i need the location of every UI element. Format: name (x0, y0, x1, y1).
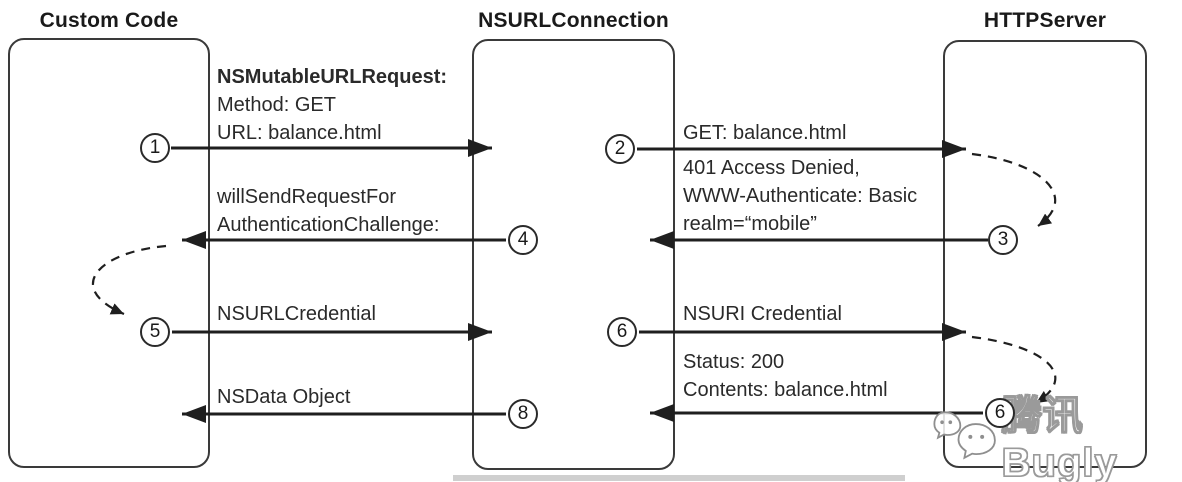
label-msg7-line2: Contents: balance.html (683, 379, 888, 401)
label-msg2: GET: balance.html (683, 119, 846, 147)
label-msg5-line1: NSURLCredential (217, 303, 376, 325)
label-msg2-line1: GET: balance.html (683, 122, 847, 144)
label-msg4: willSendRequestFor AuthenticationChallen… (217, 183, 439, 239)
step-badge-5: 5 (140, 317, 170, 347)
column-title-httpserver: HTTPServer (983, 9, 1107, 32)
step-badge-1: 1 (140, 133, 170, 163)
label-msg8: NSData Object (217, 383, 350, 411)
label-msg1: NSMutableURLRequest: Method: GET URL: ba… (217, 63, 447, 147)
step-badge-3: 3 (988, 225, 1018, 255)
label-msg7: Status: 200 Contents: balance.html (683, 348, 888, 404)
step-badge-4: 4 (508, 225, 538, 255)
column-title-nsurlconnection: NSURLConnection (478, 9, 669, 32)
label-msg8-line1: NSData Object (217, 386, 351, 408)
label-msg6: NSURI Credential (683, 300, 842, 328)
bottom-strip (453, 475, 905, 481)
label-msg1-line1: NSMutableURLRequest: (217, 66, 448, 88)
step-badge-2: 2 (605, 134, 635, 164)
lifeline-box-custom-code (8, 38, 210, 468)
step-badge-8: 8 (508, 399, 538, 429)
label-msg1-line3: URL: balance.html (217, 122, 382, 144)
label-msg4-line1: willSendRequestFor (217, 186, 396, 208)
column-title-custom-code: Custom Code (39, 9, 179, 32)
label-msg3-line2: WWW-Authenticate: Basic (683, 185, 918, 207)
label-msg3-line1: 401 Access Denied, (683, 157, 860, 179)
watermark: 腾讯Bugly (933, 383, 1182, 482)
step-badge-6b: 6 (985, 398, 1015, 428)
step-badge-6: 6 (607, 317, 637, 347)
watermark-text: 腾讯Bugly (1001, 393, 1118, 482)
label-msg6-line1: NSURI Credential (683, 303, 842, 325)
label-msg3: 401 Access Denied, WWW-Authenticate: Bas… (683, 154, 917, 238)
label-msg7-line1: Status: 200 (683, 351, 785, 373)
lifeline-box-nsurlconnection (472, 39, 675, 470)
label-msg3-line3: realm=“mobile” (683, 213, 817, 235)
label-msg4-line2: AuthenticationChallenge: (217, 214, 440, 236)
lifeline-box-httpserver (943, 40, 1147, 468)
label-msg5: NSURLCredential (217, 300, 376, 328)
label-msg1-line2: Method: GET (217, 94, 336, 116)
